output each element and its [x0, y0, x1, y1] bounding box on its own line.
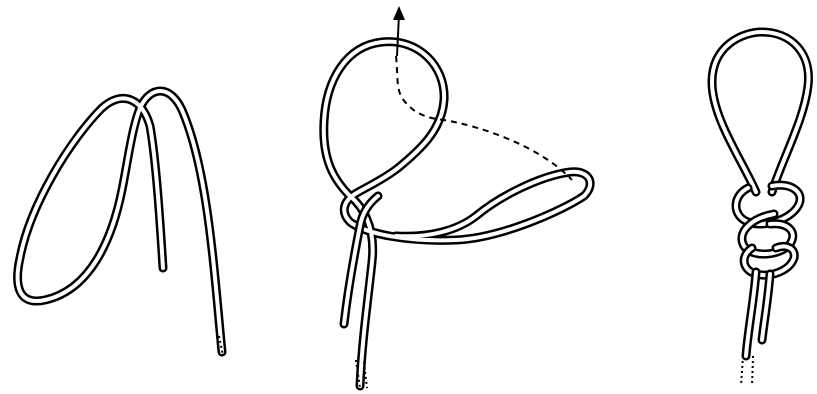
- step-2-loop: [324, 6, 590, 388]
- step-3-loop-fill: [712, 32, 808, 192]
- step-2-arrow-shaft: [397, 14, 399, 56]
- step-3-finished-knot: [712, 32, 808, 386]
- step-2-threading-path: [396, 56, 572, 180]
- step-1-rope-fill: [18, 91, 222, 352]
- step-3-loop-outline: [712, 32, 808, 192]
- step-1-bight: [18, 91, 223, 356]
- step-3-tail-dashes: [741, 356, 753, 386]
- direction-arrow-icon: [393, 6, 405, 20]
